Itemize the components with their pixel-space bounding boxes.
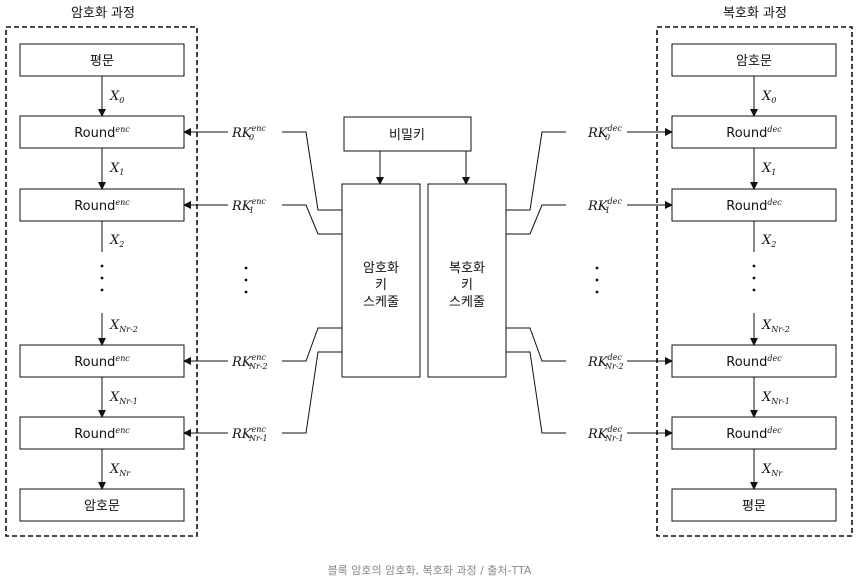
- enc-state-nr: XNr: [109, 462, 131, 478]
- block-cipher-diagram: 암호화 과정 복호화 과정 평문 Roundenc Roundenc Round…: [5, 6, 853, 537]
- dec-state-nr: XNr: [761, 462, 783, 478]
- secret-key-label: 비밀키: [389, 128, 425, 143]
- figure-caption: 블록 암호의 암호화, 복호화 과정 / 출처-TTA: [327, 564, 532, 577]
- dec-plaintext-label: 평문: [742, 499, 766, 514]
- dec-key-schedule-line-2: 키: [461, 278, 473, 293]
- enc-key-connector-0: [282, 131, 342, 211]
- dec-state-2: X2: [761, 233, 776, 249]
- enc-plaintext-box: [19, 43, 185, 77]
- enc-key-sub-0: 0: [249, 133, 254, 142]
- dec-round-1-label: Rounddec: [726, 198, 782, 214]
- enc-key-label-0: RKenc: [231, 124, 266, 141]
- dec-round-1: [671, 188, 837, 222]
- dec-frame: [656, 26, 853, 537]
- dec-key-ellipsis: [595, 266, 599, 294]
- dec-process-title: 복호화 과정: [723, 6, 787, 21]
- dec-key-schedule-line-1: 복호화: [449, 261, 485, 276]
- dec-round-keys: [506, 128, 673, 437]
- enc-round-1-label: Roundenc: [74, 198, 130, 214]
- enc-round-nr1-label: Roundenc: [74, 426, 130, 442]
- dec-key-schedule-line-3: 스케줄: [449, 295, 485, 310]
- dec-key-label-nr1: RKdec: [587, 425, 622, 442]
- dec-round-nr2-label: Rounddec: [726, 354, 782, 370]
- enc-key-sub-nr2: Nr-2: [248, 362, 268, 371]
- dec-plaintext-box: [671, 488, 837, 522]
- enc-key-sub-1: 1: [249, 206, 254, 215]
- enc-key-sub-nr1: Nr-1: [248, 434, 268, 443]
- dec-ellipsis: [752, 264, 756, 292]
- enc-key-connector-nr1: [282, 351, 342, 434]
- enc-ciphertext-box: [19, 488, 185, 522]
- dec-key-sub-nr1: Nr-1: [604, 434, 624, 443]
- dec-round-nr1: [671, 416, 837, 450]
- enc-plaintext-label: 평문: [90, 54, 114, 69]
- enc-state-nr1: XNr-1: [109, 390, 138, 406]
- dec-key-connector-0: [506, 131, 566, 211]
- enc-key-ellipsis: [244, 266, 248, 294]
- enc-state-0: X0: [109, 89, 124, 105]
- dec-state-nr1: XNr-1: [761, 390, 790, 406]
- enc-key-schedule-line-2: 키: [375, 278, 387, 293]
- enc-key-schedule-line-1: 암호화: [363, 261, 399, 276]
- dec-key-label-nr2: RKdec: [587, 353, 622, 370]
- enc-state-nr2: XNr-2: [109, 318, 138, 334]
- dec-key-sub-0: 0: [605, 133, 610, 142]
- dec-ciphertext-label: 암호문: [736, 54, 772, 69]
- dec-state-0: X0: [761, 89, 776, 105]
- dec-key-sub-1: 1: [605, 206, 610, 215]
- dec-key-label-1: RKdec: [587, 197, 622, 214]
- dec-ciphertext-box: [671, 43, 837, 77]
- enc-key-connector-1: [282, 204, 342, 235]
- enc-key-label-nr2: RKenc: [231, 353, 266, 370]
- enc-process-title: 암호화 과정: [71, 6, 135, 21]
- dec-round-0-label: Rounddec: [726, 125, 782, 141]
- enc-ciphertext-label: 암호문: [84, 499, 120, 514]
- enc-ellipsis: [100, 264, 104, 292]
- enc-key-connector-nr2: [282, 327, 342, 362]
- enc-column: 평문 Roundenc Roundenc Roundenc Roundenc 암…: [19, 43, 185, 522]
- dec-key-connector-1: [506, 204, 566, 235]
- enc-key-label-1: RKenc: [231, 197, 266, 214]
- dec-key-label-0: RKdec: [587, 124, 622, 141]
- dec-state-nr2: XNr-2: [761, 318, 790, 334]
- dec-round-nr1-label: Rounddec: [726, 426, 782, 442]
- dec-key-schedule-box: [427, 183, 507, 378]
- dec-round-nr2: [671, 344, 837, 378]
- dec-state-1: X1: [761, 161, 776, 177]
- dec-column: 암호문 Rounddec Rounddec Rounddec Rounddec …: [671, 43, 837, 522]
- key-schedule-area: 비밀키 암호화 키 스케줄 복호화 키 스케줄: [341, 116, 507, 378]
- dec-key-connector-nr1: [506, 351, 566, 434]
- enc-key-schedule-box: [341, 183, 421, 378]
- secret-key-box: [343, 116, 472, 152]
- enc-round-nr2-label: Roundenc: [74, 354, 130, 370]
- enc-frame: [5, 26, 198, 537]
- dec-key-sub-nr2: Nr-2: [604, 362, 624, 371]
- enc-state-2: X2: [109, 233, 124, 249]
- enc-state-1: X1: [109, 161, 124, 177]
- dec-key-connector-nr2: [506, 327, 566, 362]
- enc-round-0-label: Roundenc: [74, 125, 130, 141]
- enc-round-keys: [183, 128, 342, 437]
- enc-key-label-nr1: RKenc: [231, 425, 266, 442]
- enc-key-schedule-line-3: 스케줄: [363, 295, 399, 310]
